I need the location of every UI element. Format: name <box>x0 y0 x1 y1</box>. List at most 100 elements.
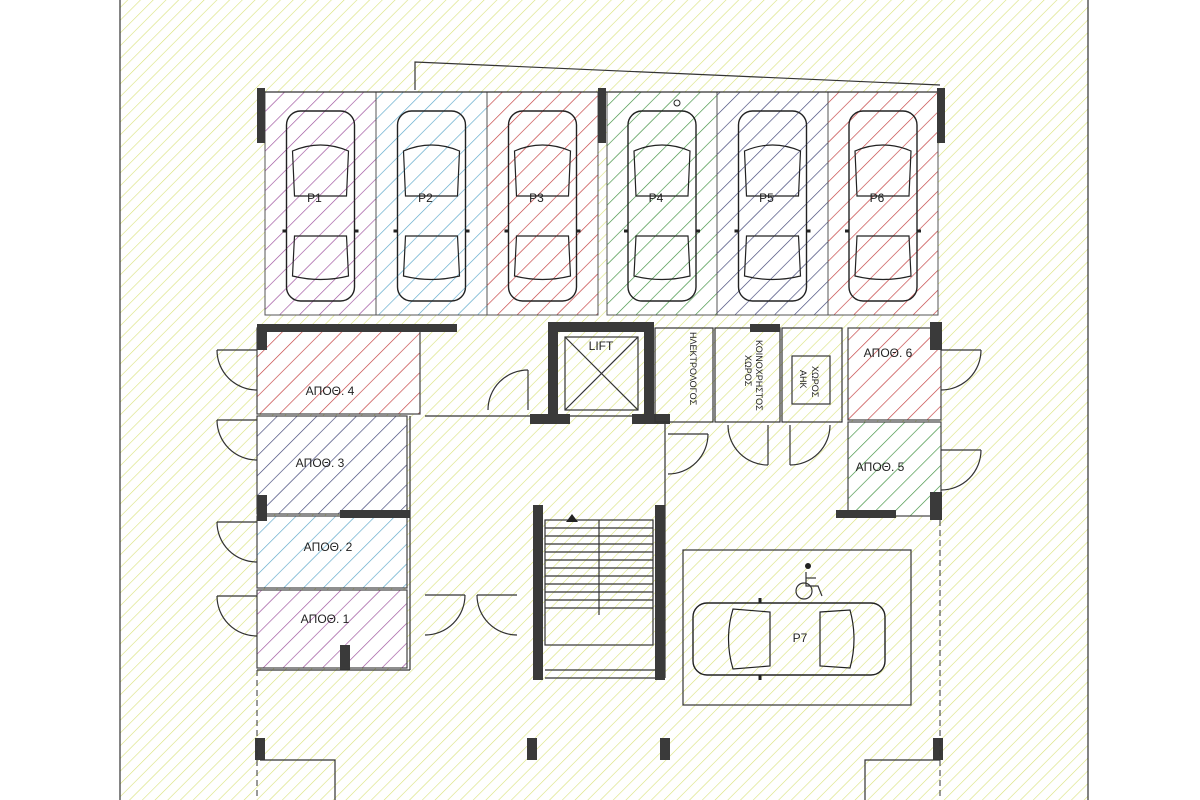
storage-room-5[interactable] <box>847 421 942 517</box>
door[interactable] <box>789 424 831 466</box>
car-rear-window <box>402 235 461 281</box>
storage-label-4: ΑΠΟΘ. 4 <box>306 384 355 398</box>
car-body <box>848 110 918 302</box>
car-body <box>737 110 808 302</box>
parking-bay-area <box>264 91 377 316</box>
fire-room-label-1: ΧΩΡΟΣ <box>810 366 820 398</box>
parking-bay-area <box>606 91 718 316</box>
car-body <box>396 110 467 302</box>
wall-segment <box>930 322 942 350</box>
ramp-outline-right <box>864 759 940 800</box>
door[interactable] <box>424 594 466 636</box>
lift-wall <box>644 322 654 422</box>
wall-segment <box>340 645 350 670</box>
lift-wall <box>530 414 570 424</box>
stair-steps <box>545 514 653 609</box>
storage-label-1: ΑΠΟΘ. 1 <box>301 612 350 626</box>
wall-segment <box>598 88 606 143</box>
door[interactable] <box>216 595 258 637</box>
door[interactable] <box>216 521 258 563</box>
canopy-outline <box>414 61 941 90</box>
car-rear-window <box>854 235 912 281</box>
car-rear-window <box>513 235 572 281</box>
parking-label-p1: P1 <box>307 191 322 205</box>
accessible-parking-bay[interactable]: P7 <box>682 549 912 706</box>
electrical-room[interactable] <box>654 327 714 423</box>
storage-room-3[interactable] <box>256 415 408 515</box>
common-room-label-1: ΚΟΙΝΟΧΡΗΣΤΟΣ <box>754 340 764 411</box>
storage-label-3: ΑΠΟΘ. 3 <box>296 456 345 470</box>
parking-bay-p4[interactable]: P4 <box>606 91 718 316</box>
car-windshield <box>743 144 802 197</box>
door[interactable] <box>940 449 982 491</box>
lift-wall <box>548 322 654 332</box>
staircase[interactable] <box>533 505 665 680</box>
wall-segment <box>937 88 945 143</box>
lift-label: LIFT <box>589 339 614 353</box>
wall-segment <box>527 738 537 760</box>
car-body <box>285 110 356 302</box>
door[interactable] <box>940 349 982 391</box>
door[interactable] <box>216 419 258 461</box>
car-rear-window <box>633 235 691 281</box>
storage-room-6[interactable] <box>847 327 942 421</box>
parking-bay-area <box>827 91 939 316</box>
parking-label-p4: P4 <box>649 191 664 205</box>
storage-label-6: ΑΠΟΘ. 6 <box>864 346 913 360</box>
parking-label-p5: P5 <box>759 191 774 205</box>
wall-segment <box>340 510 410 518</box>
wall-segment <box>836 510 896 518</box>
common-room[interactable] <box>714 327 781 423</box>
parking-label-p3: P3 <box>529 191 544 205</box>
wall-segment <box>400 324 455 332</box>
walls <box>255 88 945 800</box>
lift-cross <box>564 336 639 411</box>
door[interactable] <box>727 424 769 466</box>
wall-segment <box>933 738 943 760</box>
door[interactable] <box>216 349 258 391</box>
parking-label-p6: P6 <box>870 191 885 205</box>
door[interactable] <box>487 369 529 411</box>
storage-room-2[interactable] <box>256 515 408 589</box>
doors <box>216 349 982 637</box>
common-room-label-2: ΧΩΡΟΣ <box>743 355 753 387</box>
car-windshield <box>513 144 572 197</box>
car-windshield <box>291 144 350 197</box>
car-windshield <box>633 144 691 197</box>
car-body <box>627 110 697 302</box>
car-windshield <box>854 144 912 197</box>
storage-room-4[interactable] <box>256 327 421 415</box>
parking-bay-p2[interactable]: P2 <box>375 91 488 316</box>
storage-label-2: ΑΠΟΘ. 2 <box>304 540 353 554</box>
car-rear-window <box>291 235 350 281</box>
wall-segment <box>750 324 780 332</box>
parking-bay-p3[interactable]: P3 <box>486 91 599 316</box>
lift-car[interactable] <box>564 336 639 411</box>
parking-bay-p5[interactable]: P5 <box>716 91 829 316</box>
parking-bay-p1[interactable]: P1 <box>264 91 377 316</box>
door[interactable] <box>667 433 709 475</box>
parking-bay-p6[interactable]: P6 <box>827 91 939 316</box>
fire-box <box>791 355 831 405</box>
stair-wall <box>533 505 543 680</box>
wall-segment <box>255 738 265 760</box>
parking-label-p2: P2 <box>418 191 433 205</box>
lift-wall <box>548 322 558 422</box>
fire-room-label-2: ΑΗΚ <box>798 370 808 389</box>
stair-wall <box>655 505 665 680</box>
electrical-room-label: ΗΛΕΚΤΡΟΛΟΓΟΣ <box>688 332 698 406</box>
storage-label-5: ΑΠΟΘ. 5 <box>856 460 905 474</box>
fire-room[interactable] <box>781 327 843 423</box>
storage-room-1[interactable] <box>256 589 408 669</box>
wall-segment <box>257 324 457 332</box>
wall-segment <box>930 492 942 520</box>
door[interactable] <box>476 594 518 636</box>
parking-bay-area <box>486 91 599 316</box>
parking-label-p7: P7 <box>793 631 808 645</box>
car-body <box>507 110 578 302</box>
wall-segment <box>257 324 267 350</box>
storage-rooms-right: ΑΠΟΘ. 6 ΑΠΟΘ. 5 <box>847 327 942 517</box>
wall-segment <box>660 738 670 760</box>
lift-shaft: LIFT <box>530 322 670 424</box>
